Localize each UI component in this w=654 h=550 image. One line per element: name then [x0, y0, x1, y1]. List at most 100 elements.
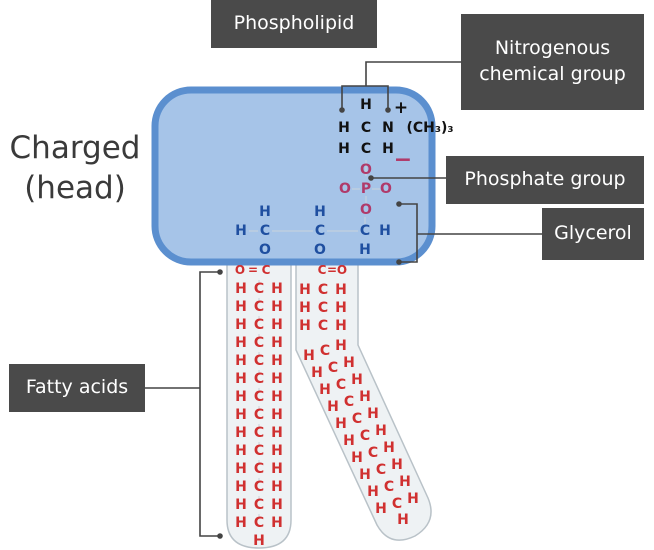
fatty-hydrogen: H: [235, 443, 247, 459]
positive-charge: +: [394, 98, 408, 118]
charged-head: [151, 86, 436, 266]
fatty-carbon: C: [368, 445, 378, 461]
fatty-hydrogen: H: [399, 474, 411, 490]
fatty-carbon: C: [254, 335, 264, 351]
fatty-hydrogen: H: [359, 389, 371, 405]
phosphate-label: Phosphate group: [464, 168, 626, 191]
fatty-hydrogen: H: [235, 281, 247, 297]
fatty-carbon: C: [392, 496, 402, 512]
head-label-line2: (head): [24, 170, 126, 207]
connector-dots: [217, 107, 402, 539]
title-text: Phospholipid: [233, 12, 355, 35]
fatty-hydrogen: H: [375, 423, 387, 439]
fatty-acid-tails: [226, 257, 432, 549]
double-bond: =: [327, 263, 337, 277]
fatty-hydrogen: H: [235, 317, 247, 333]
fatty-carbon: C: [336, 377, 346, 393]
fatty-hydrogen: H: [235, 497, 247, 513]
terminal-hydrogen: H: [397, 512, 409, 528]
fatty-hydrogen: H: [271, 407, 283, 423]
fatty-hydrogen: H: [271, 497, 283, 513]
glycerol-callout: Glycerol: [542, 208, 644, 260]
fatty-hydrogen: H: [235, 425, 247, 441]
fatty-hydrogen: H: [367, 484, 379, 500]
fatty-carbon: C: [384, 479, 394, 495]
fatty-hydrogen: H: [335, 300, 347, 316]
fatty-hydrogen: H: [327, 399, 339, 415]
fatty-hydrogen: H: [299, 318, 311, 334]
phosphate-oxygen-right: O: [380, 181, 392, 197]
phosphate-oxygen-left: O: [339, 181, 351, 197]
nitrogen-group-atom: C: [361, 120, 371, 136]
fatty-hydrogen: H: [271, 281, 283, 297]
charged-head-label: Charged (head): [4, 128, 146, 209]
fatty-carbon: C: [254, 497, 264, 513]
fatty-hydrogen: H: [271, 371, 283, 387]
fatty-hydrogen: H: [303, 348, 315, 364]
fatty-hydrogen: H: [335, 338, 347, 354]
fatty-acid-tail-1: [226, 257, 292, 549]
fatty-carbon: C: [376, 462, 386, 478]
fatty-hydrogen: H: [299, 282, 311, 298]
fatty-carbon: C: [360, 428, 370, 444]
fatty-carbon: C: [328, 360, 338, 376]
fatty-hydrogen: H: [335, 282, 347, 298]
nitrogenous-label-line1: Nitrogenous: [494, 37, 611, 60]
fatty-carbon: C: [254, 407, 264, 423]
fatty-hydrogen: H: [271, 425, 283, 441]
glycerol-hydrogen-right: H: [379, 223, 391, 239]
carbonyl-carbon: C: [318, 263, 327, 277]
fatty-hydrogen: H: [235, 353, 247, 369]
glycerol-oxygen: O: [259, 242, 271, 258]
bond-lines: [249, 160, 380, 517]
fatty-hydrogen: H: [271, 317, 283, 333]
fatty-carbon: C: [254, 479, 264, 495]
glycerol-carbon: C: [260, 223, 270, 239]
fatty-hydrogen: H: [235, 335, 247, 351]
phosphorus-atom: P: [361, 181, 371, 197]
fatty-hydrogen: H: [271, 443, 283, 459]
fatty-carbon: C: [254, 281, 264, 297]
fatty-hydrogen: H: [235, 515, 247, 531]
phosphate-oxygen-top: O: [360, 162, 372, 178]
fatty-hydrogen: H: [271, 335, 283, 351]
fatty-hydrogen: H: [343, 433, 355, 449]
fatty-hydrogen: H: [271, 389, 283, 405]
fatty-carbon: C: [344, 394, 354, 410]
fatty-hydrogen: H: [343, 355, 355, 371]
nitrogen-group-atom: C: [361, 141, 371, 157]
fatty-carbon: C: [254, 389, 264, 405]
fatty-hydrogen: H: [311, 365, 323, 381]
glycerol-hydrogen-left: H: [235, 223, 247, 239]
double-bond: =: [248, 263, 258, 277]
nitrogen-group-atom: H: [338, 141, 350, 157]
fatty-hydrogen: H: [391, 457, 403, 473]
glycerol-hydrogen: H: [314, 204, 326, 220]
terminal-hydrogen: H: [253, 533, 265, 549]
fatty-acid-bracket: [199, 271, 220, 537]
fatty-hydrogen: H: [383, 440, 395, 456]
fatty-hydrogen: H: [407, 491, 419, 507]
nitrogen-group-atom: N: [382, 120, 394, 136]
fatty-hydrogen: H: [335, 318, 347, 334]
nitrogenous-group-callout: Nitrogenous chemical group: [461, 14, 644, 110]
fatty-carbon: C: [254, 317, 264, 333]
head-label-line1: Charged: [9, 130, 141, 166]
glycerol-carbon: C: [360, 223, 370, 239]
nitrogen-group-atom: H: [338, 120, 350, 136]
fatty-carbon: C: [254, 443, 264, 459]
fatty-acids-label: Fatty acids: [25, 376, 129, 399]
carbonyl-oxygen: O: [235, 263, 245, 277]
fatty-carbon: C: [254, 425, 264, 441]
fatty-acid-tail-2: [295, 257, 432, 541]
carbonyl-oxygen: O: [337, 263, 347, 277]
fatty-hydrogen: H: [335, 416, 347, 432]
fatty-carbon: C: [318, 318, 328, 334]
fatty-carbon: C: [254, 515, 264, 531]
title-label: Phospholipid: [211, 0, 377, 48]
fatty-hydrogen: H: [271, 299, 283, 315]
fatty-hydrogen: H: [271, 479, 283, 495]
trimethyl-label: (CH₃)₃: [406, 120, 453, 136]
